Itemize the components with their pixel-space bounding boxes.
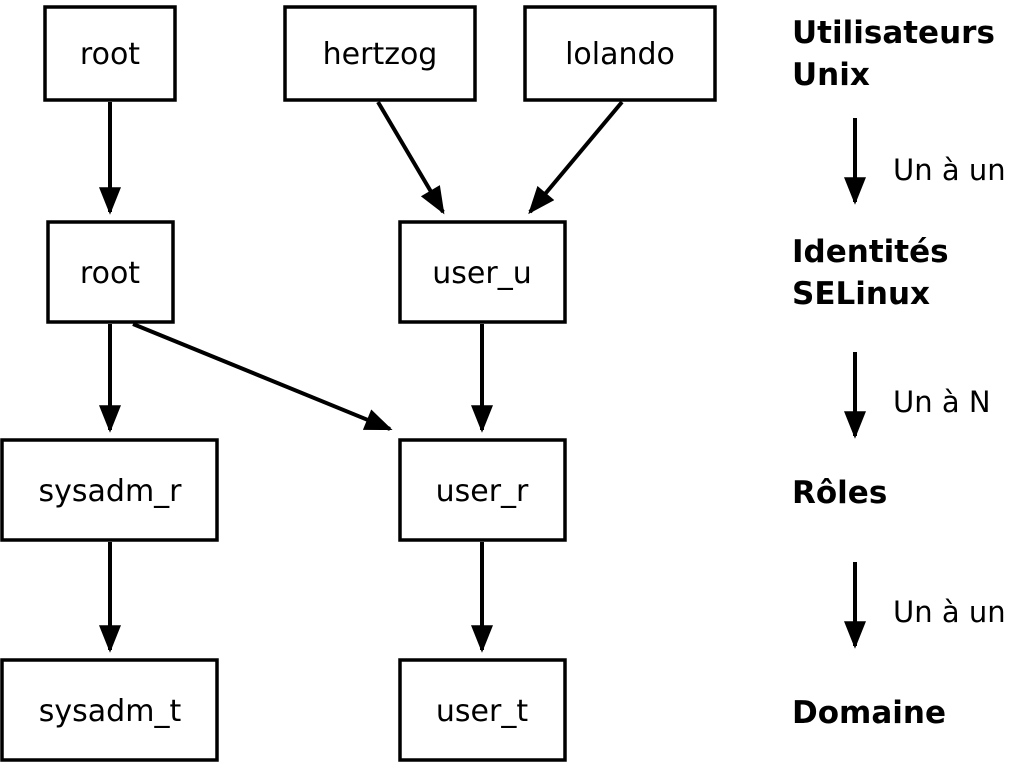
node-sysadm_t-box — [0, 658, 219, 762]
node-user_r-label: user_r — [436, 474, 529, 509]
legend-relation-3-label: Un à un — [893, 595, 1006, 629]
node-hertzog: hertzog — [283, 5, 477, 102]
node-lolando: lolando — [523, 5, 717, 102]
edge-root-selinux-to-user_r — [132, 322, 393, 431]
legend-level-unix-users-line2: Unix — [792, 57, 870, 93]
node-user_u-label: user_u — [432, 256, 531, 291]
node-root-selinux-box — [46, 220, 175, 324]
node-user_r: user_r — [398, 438, 567, 542]
node-lolando-label: lolando — [565, 37, 675, 72]
node-sysadm_r: sysadm_r — [0, 438, 219, 542]
node-root-unix: root — [43, 5, 177, 102]
node-root-selinux-label: root — [80, 256, 140, 291]
node-lolando-box — [523, 5, 717, 102]
node-user_u-box — [398, 220, 567, 324]
legend-relation-1-label: Un à un — [893, 153, 1006, 187]
node-sysadm_t-label: sysadm_t — [39, 694, 182, 729]
node-user_r-box — [398, 438, 567, 542]
node-user_t-box — [398, 658, 567, 762]
node-user_t: user_t — [398, 658, 567, 762]
node-sysadm_r-box — [0, 438, 219, 542]
legend-level-unix-users: Utilisateurs Unix — [792, 15, 1006, 93]
legend-level-selinux-identities: Identités SELinux — [792, 234, 959, 312]
node-root-selinux: root — [46, 220, 175, 324]
legend-level-roles: Rôles — [792, 475, 887, 511]
legend-relation-2-label: Un à N — [893, 385, 991, 419]
node-user_t-label: user_t — [436, 694, 528, 729]
node-hertzog-label: hertzog — [323, 37, 438, 72]
legend-level-domain: Domaine — [792, 695, 946, 731]
node-hertzog-box — [283, 5, 477, 102]
node-sysadm_r-label: sysadm_r — [39, 474, 183, 509]
node-sysadm_t: sysadm_t — [0, 658, 219, 762]
edges — [99, 100, 624, 653]
legend: Utilisateurs Unix Un à un Identités SELi… — [792, 15, 1006, 731]
node-user_u: user_u — [398, 220, 567, 324]
node-root-unix-box — [43, 5, 177, 102]
legend-level-selinux-identities-line2: SELinux — [792, 276, 930, 312]
legend-level-selinux-identities-line1: Identités — [792, 234, 949, 270]
edge-hertzog-to-user_u — [376, 100, 445, 215]
node-root-unix-label: root — [80, 37, 140, 72]
legend-level-unix-users-line1: Utilisateurs — [792, 15, 995, 51]
edge-lolando-to-user_u — [528, 100, 624, 215]
